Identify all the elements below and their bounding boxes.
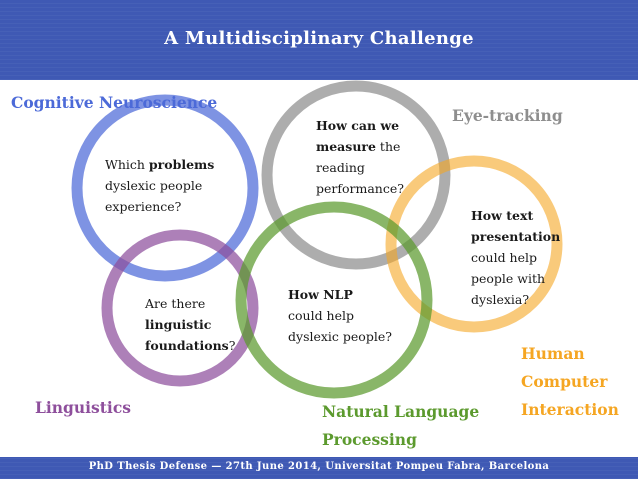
label-nlp-line2: Processing	[322, 430, 417, 449]
label-hci-line2: Computer	[521, 372, 608, 391]
label-nlp: Natural Language Processing	[322, 398, 479, 454]
hci-question-line4: people with	[471, 271, 546, 286]
nlp-question: How NLP could help dyslexic people?	[288, 284, 392, 347]
label-linguistics: Linguistics	[35, 398, 131, 417]
eyetracking-question-line1: How can we	[316, 118, 400, 133]
label-eye-tracking: Eye-tracking	[452, 106, 563, 125]
linguistics-question-keyword: linguistic	[145, 317, 212, 332]
nlp-ring	[235, 201, 433, 399]
cognitive-question: Which problems dyslexic people experienc…	[105, 154, 214, 217]
label-hci-line3: Interaction	[521, 400, 619, 419]
hci-ring	[385, 155, 563, 333]
cognitive-question-line1: Which	[105, 157, 149, 172]
linguistics-question-line1: Are there	[145, 296, 206, 311]
hci-question-line1: How text	[471, 208, 534, 223]
linguistics-question-keyword2: foundations	[145, 338, 229, 353]
hci-question-line3: could help	[471, 250, 537, 265]
linguistics-question: Are there linguistic foundations?	[145, 293, 235, 356]
nlp-question-line2: could help	[288, 308, 354, 323]
cognitive-question-line3: experience?	[105, 199, 182, 214]
cognitive-question-line2: dyslexic people	[105, 178, 203, 193]
eyetracking-question-line3: reading	[316, 160, 365, 175]
hci-question-keyword: presentation	[471, 229, 561, 244]
eyetracking-question: How can we measure the reading performan…	[316, 115, 404, 199]
slide-header: A Multidisciplinary Challenge	[0, 0, 638, 80]
slide-footer: PhD Thesis Defense — 27th June 2014, Uni…	[0, 457, 638, 479]
hci-question: How text presentation could help people …	[471, 205, 560, 310]
eyetracking-question-keyword: measure	[316, 139, 376, 154]
cognitive-question-keyword: problems	[148, 157, 215, 172]
nlp-question-line1: How NLP	[288, 287, 353, 302]
linguistics-question-line3: ?	[228, 338, 236, 353]
label-hci-line1: Human	[521, 344, 585, 363]
eyetracking-ring	[261, 80, 451, 270]
label-nlp-line1: Natural Language	[322, 402, 480, 421]
nlp-question-line3: dyslexic people?	[288, 329, 392, 344]
eyetracking-question-line2: the	[375, 139, 401, 154]
linguistics-ring	[101, 229, 259, 387]
hci-question-line5: dyslexia?	[471, 292, 530, 307]
eyetracking-question-line4: performance?	[316, 181, 404, 196]
slide-title: A Multidisciplinary Challenge	[164, 28, 474, 49]
label-hci: Human Computer Interaction	[521, 340, 619, 424]
label-cognitive-neuroscience: Cognitive Neuroscience	[11, 93, 218, 112]
cognitive-ring	[71, 94, 259, 282]
footer-text: PhD Thesis Defense — 27th June 2014, Uni…	[88, 461, 550, 472]
